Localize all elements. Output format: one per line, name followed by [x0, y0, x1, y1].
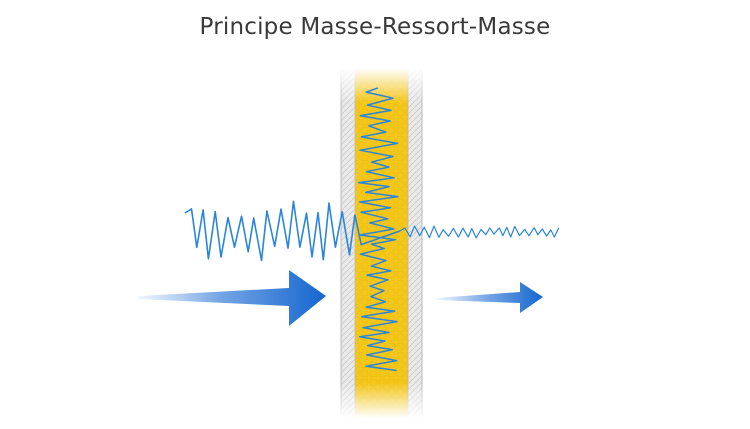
- wall-assembly: [338, 68, 426, 418]
- incoming-sound-wave: [184, 200, 401, 262]
- transmitted-sound-wave: [399, 225, 560, 239]
- internal-vibration-wave: [357, 87, 399, 372]
- arrow-right-icon: [138, 270, 326, 326]
- diagram-title: Principe Masse-Ressort-Masse: [199, 14, 551, 40]
- arrow-right-icon: [436, 282, 543, 313]
